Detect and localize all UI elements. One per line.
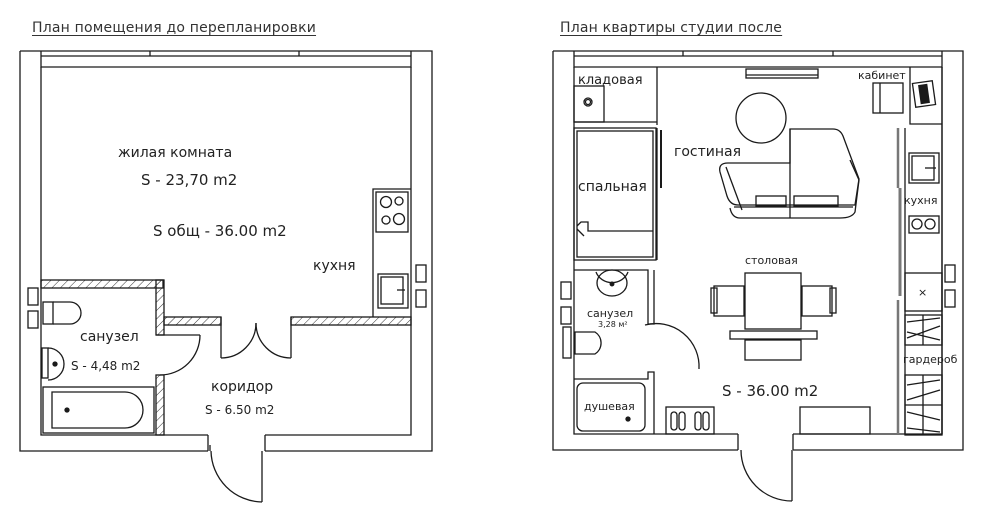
room-bathroom-label: санузел xyxy=(80,329,139,345)
room-storage-label: кладовая xyxy=(578,73,643,88)
office-desk xyxy=(872,67,942,125)
room-dining-label: столовая xyxy=(745,254,798,267)
toilet-before xyxy=(42,301,82,325)
bathtub-before xyxy=(42,386,155,434)
total-area-after: S - 36.00 m2 xyxy=(722,382,818,400)
room-living-label-after: гостиная xyxy=(674,144,741,160)
kitchen-counter-after: × xyxy=(896,67,943,434)
plan-before-title: План помещения до перепланировки xyxy=(32,20,317,36)
dining-table xyxy=(710,272,837,361)
sink-before xyxy=(41,347,65,381)
wardrobe xyxy=(904,314,943,436)
room-shower-label: душевая xyxy=(584,400,635,413)
room-kitchen-label: кухня xyxy=(313,258,356,274)
room-bathroom-area: S - 4,48 m2 xyxy=(71,359,140,373)
room-bathroom-area-after: 3,28 м² xyxy=(598,320,628,329)
shoe-rack xyxy=(665,406,715,435)
room-corridor-area: S - 6.50 m2 xyxy=(205,403,274,417)
plan-after: × xyxy=(552,50,964,502)
room-living-area: S - 23,70 m2 xyxy=(141,171,237,189)
room-bathroom-label-after: санузел xyxy=(587,307,633,320)
room-kitchen-label-after: кухня xyxy=(904,194,937,207)
bed xyxy=(573,127,662,261)
room-office-label: кабинет xyxy=(858,69,906,82)
sofa xyxy=(719,128,860,219)
plan-after-title: План квартиры студии после xyxy=(560,20,783,36)
bathroom-after xyxy=(560,269,700,434)
storage-closet xyxy=(573,67,658,125)
round-table-icon xyxy=(735,92,787,144)
kitchen-counter-before xyxy=(372,188,411,317)
room-corridor-label: коридор xyxy=(211,379,273,395)
room-bedroom-label: спальная xyxy=(578,179,647,195)
plan-before xyxy=(19,50,433,503)
svg-text:×: × xyxy=(918,286,927,299)
room-wardrobe-label: гардероб xyxy=(903,353,958,366)
total-area-before: S общ - 36.00 m2 xyxy=(153,222,287,240)
room-living-label: жилая комната xyxy=(118,145,232,161)
